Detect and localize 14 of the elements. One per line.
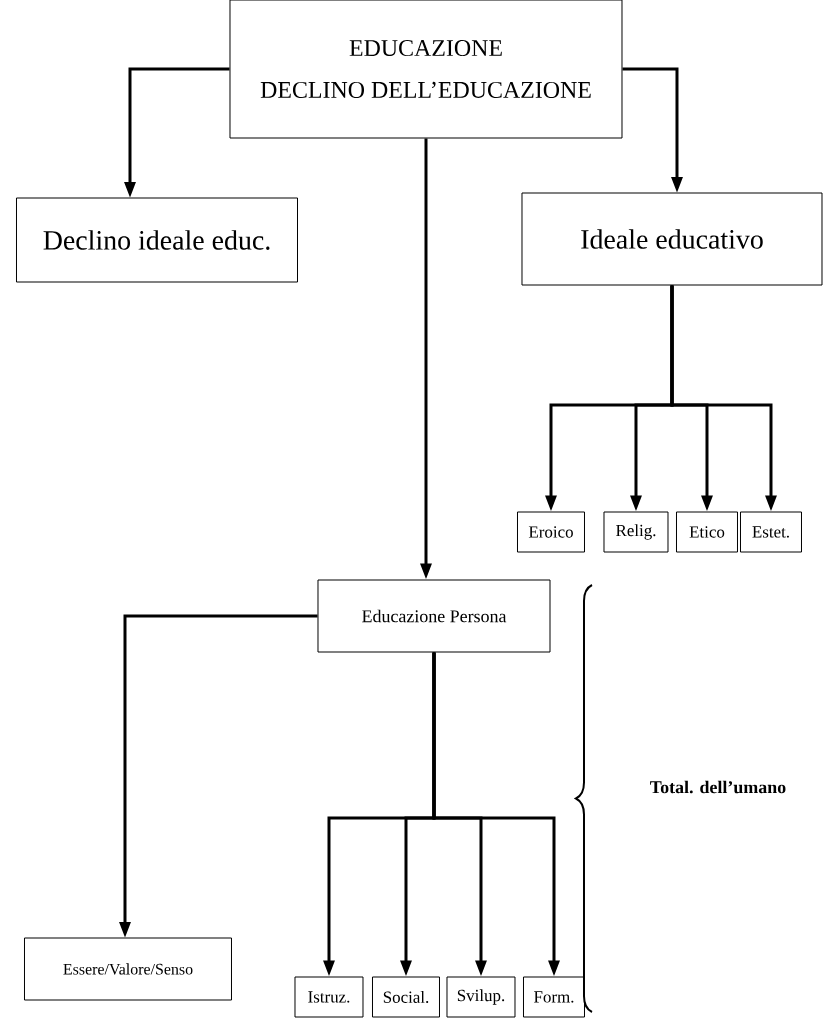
- concept-box: Ideale educativo: [521, 192, 823, 286]
- concept-box: Essere/Valore/Senso: [24, 937, 232, 1001]
- category-box: Estet.: [740, 511, 802, 553]
- concept-box: Declino ideale educ.: [16, 197, 298, 283]
- brace-label: Total. dell’umano: [650, 780, 786, 794]
- category-box: Svilup.: [446, 976, 516, 1018]
- category-box: Istruz.: [294, 976, 364, 1018]
- category-box: Eroico: [517, 511, 585, 553]
- category-box: Social.: [372, 976, 440, 1018]
- category-box: Etico: [676, 511, 738, 553]
- concept-box: Educazione Persona: [317, 579, 551, 653]
- category-box: Form.: [523, 976, 585, 1018]
- title-box: EDUCAZIONE DECLINO DELL’EDUCAZIONE: [229, 0, 623, 139]
- category-box: Relig.: [603, 511, 669, 553]
